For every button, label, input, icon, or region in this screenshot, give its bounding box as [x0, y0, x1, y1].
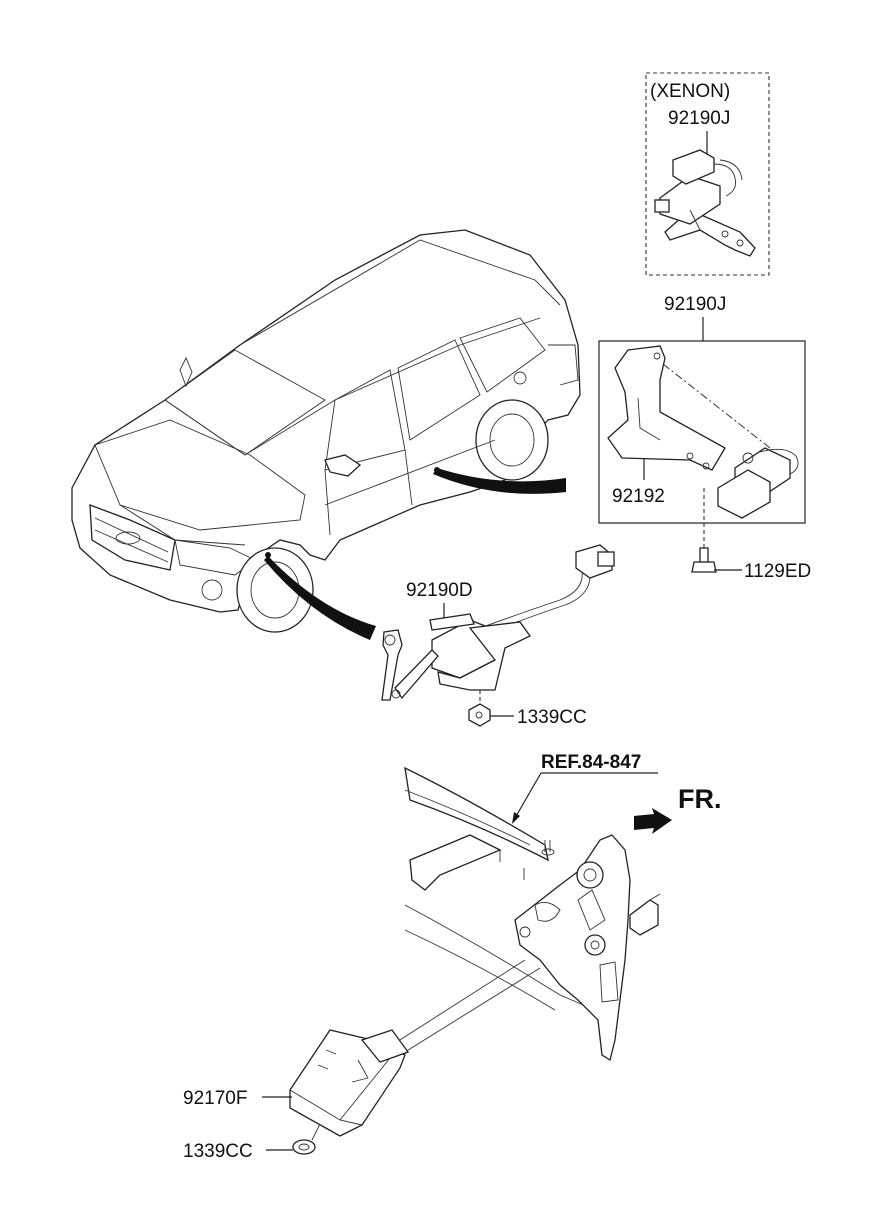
rear-sensor-drawing: [717, 447, 799, 519]
front-nut-drawing: [468, 703, 491, 727]
reference-group: REF.84-847: [512, 752, 658, 824]
bolt-group: 1129ED: [691, 488, 811, 582]
xenon-dashed-frame: [645, 72, 770, 276]
fr-direction-group: FR.: [634, 784, 722, 834]
fr-arrow-icon: [634, 808, 672, 834]
sensor-xenon-drawing: [654, 149, 756, 257]
frame-drawing: [404, 766, 661, 1062]
ref-label: REF.84-847: [541, 752, 641, 773]
ref-leader: [514, 772, 542, 819]
ecu-drawing: [289, 1029, 410, 1137]
callout-sweeps: [264, 467, 566, 640]
bracket-drawing: [607, 345, 771, 471]
nut-front-part-number: 1339CC: [517, 707, 587, 728]
ecu-nut-guide: [311, 1123, 321, 1141]
rear-sensor-detail-group: 92190J 92192: [598, 294, 806, 524]
front-sensor-drawing: [381, 544, 615, 701]
front-sensor-callout-sweep: [264, 556, 376, 640]
ecu-nut-drawing: [292, 1139, 316, 1155]
xenon-detail-group: (XENON) 92190J: [645, 72, 770, 276]
nut-ecu-part-number: 1339CC: [183, 1141, 253, 1162]
sensor-front-part-number: 92190D: [406, 580, 473, 601]
xenon-label: (XENON): [650, 81, 730, 102]
vehicle-drawing: [71, 229, 581, 633]
sensor-rear-part-number: 92190J: [664, 294, 726, 315]
ecu-mount-guide-2: [404, 967, 541, 1053]
front-sensor-group: 92190D 1339CC: [381, 544, 615, 728]
fr-label: FR.: [678, 784, 722, 814]
bolt-drawing: [691, 547, 717, 573]
bolt-part-number: 1129ED: [744, 561, 811, 582]
bracket-part-number: 92192: [612, 486, 665, 507]
rear-sensor-callout-sweep: [433, 468, 566, 494]
rear-sensor-frame: [598, 340, 806, 524]
sensor-xenon-part-number: 92190J: [668, 108, 730, 129]
ecu-mount-guide: [391, 959, 526, 1046]
ecu-group: 92170F 1339CC: [183, 959, 541, 1162]
ecu-part-number: 92170F: [183, 1088, 247, 1109]
